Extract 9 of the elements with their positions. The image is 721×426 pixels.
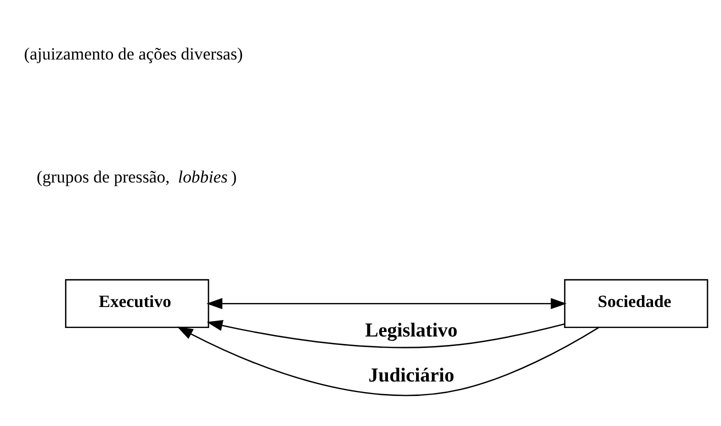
edge-label: Legislativo: [365, 319, 458, 342]
edge-label: Judiciário: [368, 364, 454, 386]
arrow: [206, 320, 565, 348]
node-box: Sociedade: [564, 278, 708, 328]
label: (grupos de pressão, lobbies): [36, 167, 237, 186]
arrow: [177, 326, 600, 396]
label: (ajuizamento de ações diversas): [24, 44, 243, 64]
arrow: [206, 298, 567, 309]
node-box: Executivo: [65, 278, 210, 328]
